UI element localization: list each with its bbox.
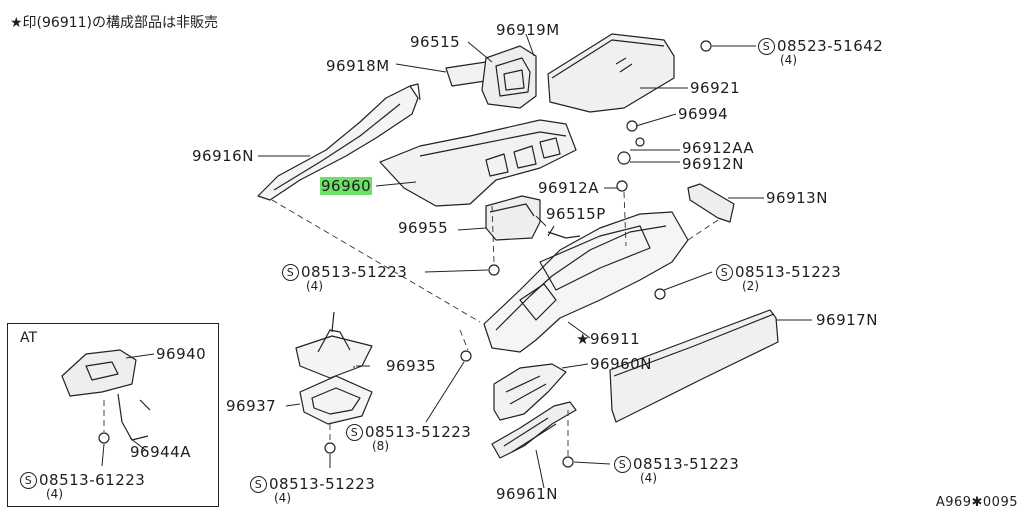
label-96937[interactable]: 96937	[226, 397, 277, 415]
label-96912aa[interactable]: 96912AA	[682, 139, 755, 157]
at-inset-frame	[7, 323, 219, 507]
bolt-number: 08513-51223	[365, 423, 472, 441]
label-96921[interactable]: 96921	[690, 79, 741, 97]
label-96994[interactable]: 96994	[678, 105, 729, 123]
bolt-qty: (4)	[274, 491, 291, 505]
bolt-number: 08513-61223	[39, 471, 146, 489]
label-96916n[interactable]: 96916N	[192, 147, 254, 165]
screw-symbol-icon: S	[614, 456, 631, 473]
label-96935[interactable]: 96935	[386, 357, 437, 375]
label-96913n[interactable]: 96913N	[766, 189, 828, 207]
diagram-code: A969✱0095	[935, 495, 1018, 510]
label-96955[interactable]: 96955	[398, 219, 449, 237]
part-96913n	[687, 183, 735, 223]
screw-symbol-icon: S	[282, 264, 299, 281]
part-96911	[483, 211, 689, 353]
bolt-number: 08513-51223	[301, 263, 408, 281]
part-96940	[61, 349, 137, 397]
screw-symbol-icon: S	[346, 424, 363, 441]
part-96944a	[117, 393, 151, 441]
label-96961n[interactable]: 96961N	[496, 485, 558, 503]
label-96912a[interactable]: 96912A	[538, 179, 599, 197]
sale-restriction-note: ★印(96911)の構成部品は非販売	[10, 15, 219, 31]
bolt-number: 08523-51642	[777, 37, 884, 55]
bolt-qty: (8)	[372, 439, 389, 453]
at-inset-title: AT	[20, 330, 38, 346]
screw-symbol-icon: S	[716, 264, 733, 281]
label-96918m[interactable]: 96918M	[326, 57, 390, 75]
part-96961n	[491, 401, 577, 459]
part-96919m	[481, 45, 537, 109]
label-96912n[interactable]: 96912N	[682, 155, 744, 173]
label-96911-text: 96911	[589, 330, 641, 348]
part-96921	[547, 33, 675, 113]
screw-symbol-icon: S	[250, 476, 267, 493]
part-96960	[379, 119, 577, 207]
part-96937	[299, 375, 373, 425]
bolt-number: 08513-51223	[633, 455, 740, 473]
bolt-number: 08513-51223	[735, 263, 842, 281]
label-96515p[interactable]: 96515P	[546, 205, 606, 223]
label-96944a[interactable]: 96944A	[130, 443, 191, 461]
part-96960n	[493, 363, 567, 421]
bolt-number: 08513-51223	[269, 475, 376, 493]
label-96940[interactable]: 96940	[156, 345, 207, 363]
bolt-qty: (4)	[46, 487, 63, 501]
label-96515[interactable]: 96515	[410, 33, 461, 51]
label-96919m[interactable]: 96919M	[496, 21, 560, 39]
label-96960n[interactable]: 96960N	[590, 355, 652, 373]
part-96955	[485, 195, 541, 241]
star-icon: ★	[576, 330, 590, 348]
part-96917n	[609, 309, 779, 423]
label-96911[interactable]: ★96911	[576, 331, 640, 347]
part-96515p	[547, 225, 581, 239]
bolt-qty: (4)	[306, 279, 323, 293]
label-96917n[interactable]: 96917N	[816, 311, 878, 329]
label-96960-highlighted[interactable]: 96960	[320, 177, 373, 195]
screw-symbol-icon: S	[758, 38, 775, 55]
screw-symbol-icon: S	[20, 472, 37, 489]
bolt-qty: (2)	[742, 279, 759, 293]
bolt-qty: (4)	[780, 53, 797, 67]
part-96916n	[257, 85, 419, 201]
label-96960-text: 96960	[320, 177, 373, 195]
part-96935	[295, 335, 373, 379]
bolt-qty: (4)	[640, 471, 657, 485]
